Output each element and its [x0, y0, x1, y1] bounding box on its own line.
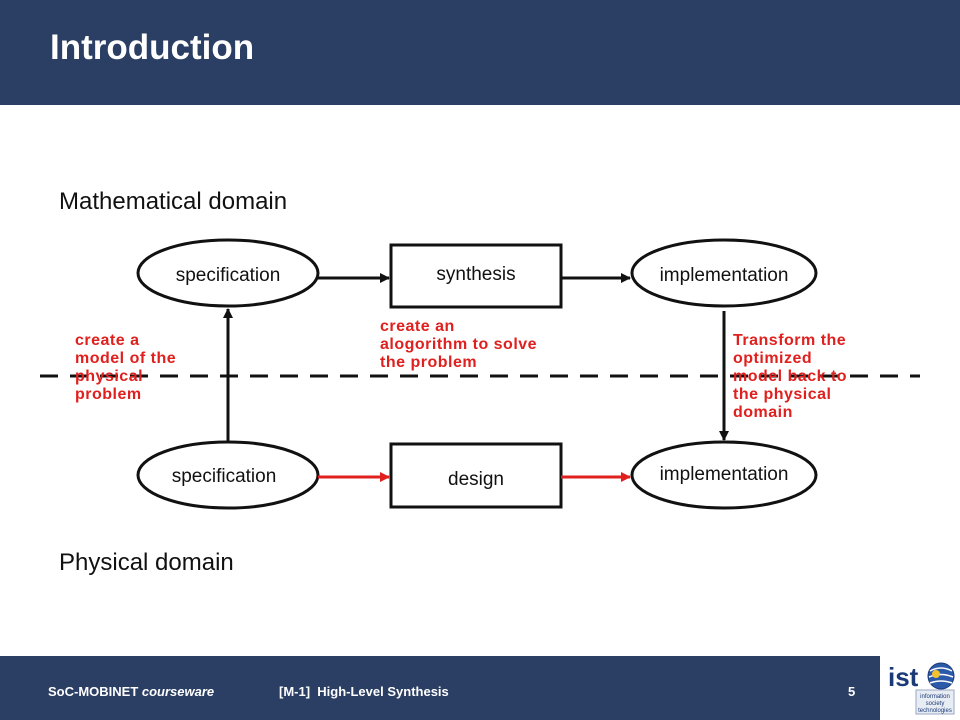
synthesis-label: synthesis: [436, 264, 515, 285]
design-label: design: [448, 469, 504, 490]
annotation-line: the problem: [380, 354, 478, 371]
physical-domain-label: Physical domain: [59, 549, 234, 576]
slide-title: Introduction: [50, 28, 255, 67]
annotation-line: model of the: [75, 350, 177, 367]
synthesis-box: [389, 243, 563, 309]
annotation-transform-back: Transform the optimized model back to th…: [733, 332, 847, 422]
logo-tagline: society: [926, 701, 945, 707]
annotation-line: optimized: [733, 350, 813, 367]
logo-tagline: information: [920, 694, 950, 700]
logo-text: ist: [888, 662, 919, 692]
ist-logo: ist information society technologies: [886, 657, 956, 717]
spec-bottom-ellipse: [136, 440, 320, 510]
impl-top-label: implementation: [660, 265, 789, 286]
annotation-line: create an: [380, 318, 455, 335]
spec-top-label: specification: [176, 265, 281, 286]
design-box: [389, 442, 563, 509]
footer-course-name: SoC-MOBINET: [48, 684, 142, 699]
header-bar: [0, 0, 960, 105]
annotation-create-algorithm: create an alogorithm to solve the proble…: [380, 318, 537, 372]
logo-tagline: technologies: [918, 708, 952, 714]
page-number: 5: [848, 684, 856, 699]
annotation-line: domain: [733, 404, 793, 421]
footer-module-code: [M-1]: [279, 684, 311, 699]
footer-topic: High-Level Synthesis: [317, 684, 449, 699]
spec-bottom-label: specification: [172, 466, 277, 487]
footer-course-type: courseware: [141, 684, 215, 699]
impl-top-ellipse: [630, 238, 818, 308]
mathematical-domain-label: Mathematical domain: [59, 188, 288, 215]
footer-module: [M-1] High-Level Synthesis: [279, 684, 449, 699]
annotation-line: alogorithm to solve: [380, 336, 538, 353]
annotation-line: problem: [75, 386, 142, 403]
annotation-line: physical: [75, 368, 144, 385]
spec-top-ellipse: [136, 238, 320, 308]
impl-bottom-label: implementation: [660, 464, 789, 485]
annotation-line: Transform the: [733, 332, 847, 349]
annotation-create-model: create a model of the physical problem: [75, 332, 176, 404]
annotation-line: create a: [75, 332, 140, 349]
impl-bottom-ellipse: [630, 440, 818, 510]
annotation-line: the physical: [733, 386, 832, 403]
footer-bar: [0, 656, 880, 720]
footer-course: SoC-MOBINET courseware: [48, 684, 214, 699]
annotation-line: model back to: [733, 368, 848, 385]
